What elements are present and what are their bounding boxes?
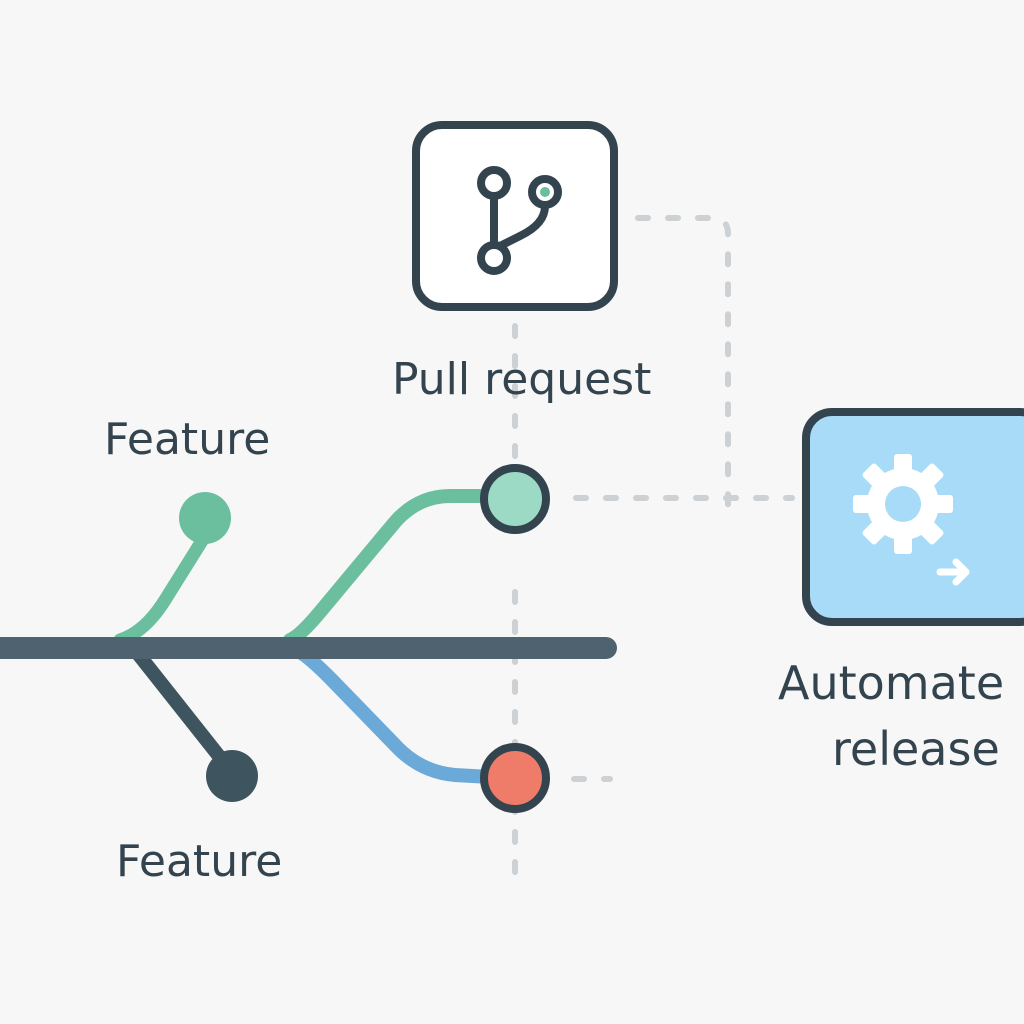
feature-branch-green-top <box>113 529 212 647</box>
git-branch-icon <box>477 166 562 275</box>
feature-top-end-dot <box>179 492 231 544</box>
dashed-connectors <box>512 215 795 893</box>
automate-release-box[interactable] <box>802 408 1024 626</box>
merge-node-red[interactable] <box>480 743 550 813</box>
pull-request-box[interactable] <box>412 121 618 311</box>
automate-release-label-line2: release <box>832 722 1000 776</box>
connector-pr-to-release-elbow <box>635 215 731 515</box>
gear-arrow-icon <box>853 454 970 586</box>
automate-release-label-line1: Automate <box>778 656 1005 710</box>
feature-top-label: Feature <box>104 414 271 465</box>
merge-node-green[interactable] <box>480 464 550 534</box>
feature-bottom-label: Feature <box>116 836 283 887</box>
pull-request-label: Pull request <box>392 354 652 405</box>
feature-bottom-end-dot <box>206 750 258 802</box>
feature-branch-green-to-pr <box>283 489 497 647</box>
feature-branch-dark-bottom <box>128 643 237 777</box>
feature-branch-blue-to-node <box>293 645 497 784</box>
